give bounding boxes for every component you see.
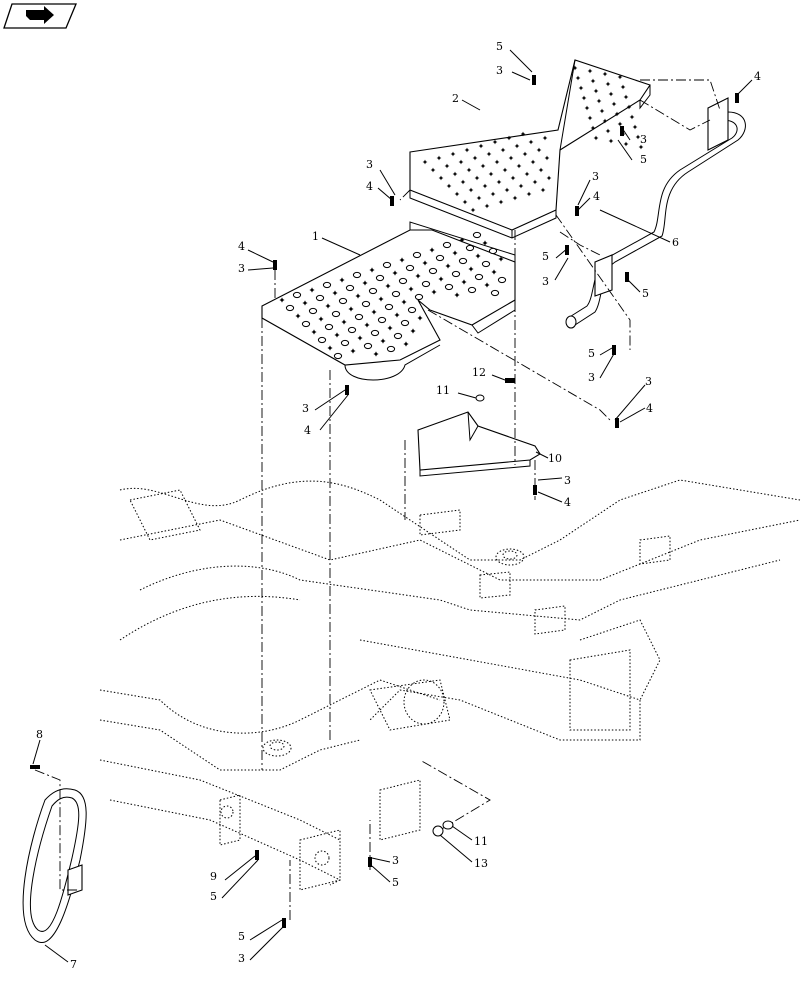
callout-label: 8	[36, 728, 43, 741]
assembly-centerlines	[34, 79, 721, 920]
callout-labels: 5 3 2 3 5 4 3 4 6 3 4 5 5 3 1 4 3 3 4 5 …	[36, 40, 761, 971]
upper-plate-perforations	[422, 65, 644, 213]
callout-label: 5	[496, 40, 503, 53]
callout-label: 4	[238, 240, 245, 253]
callout-label: 3	[564, 474, 571, 487]
callout-label: 6	[672, 236, 679, 249]
machine-frame	[99, 479, 801, 891]
callout-label: 3	[366, 158, 373, 171]
callout-label: 3	[645, 375, 652, 388]
callout-label: 13	[474, 857, 488, 870]
callout-label: 4	[593, 190, 600, 203]
lower-plate-perforations	[279, 231, 507, 360]
callout-label: 5	[238, 930, 245, 943]
callout-label: 3	[302, 402, 309, 415]
callout-label: 4	[646, 402, 653, 415]
callout-label: 11	[474, 835, 488, 848]
upper-step-plate	[409, 59, 651, 239]
support-bracket	[417, 411, 541, 477]
grab-handle	[22, 788, 87, 943]
handrail	[565, 97, 746, 329]
callout-label: 4	[304, 424, 311, 437]
callout-label: 3	[392, 854, 399, 867]
callout-label: 5	[642, 287, 649, 300]
callout-label: 9	[210, 870, 217, 883]
callout-label: 3	[588, 371, 595, 384]
callout-label: 10	[548, 452, 562, 465]
callout-label: 12	[472, 366, 486, 379]
callout-label: 5	[542, 250, 549, 263]
callout-label: 5	[392, 876, 399, 889]
leader-lines	[32, 49, 753, 963]
callout-label: 11	[436, 384, 450, 397]
callout-label: 3	[542, 275, 549, 288]
lower-step-plate	[261, 221, 516, 381]
callout-label: 5	[588, 347, 595, 360]
callout-label: 5	[210, 890, 217, 903]
callout-label: 4	[564, 496, 571, 509]
callout-label: 3	[238, 952, 245, 965]
callout-label: 3	[238, 262, 245, 275]
callout-label: 7	[70, 958, 77, 971]
callout-label: 3	[592, 170, 599, 183]
callout-label: 2	[452, 92, 459, 105]
next-page-arrow-icon[interactable]	[3, 3, 77, 29]
callout-label: 4	[366, 180, 373, 193]
callout-label: 3	[496, 64, 503, 77]
hardware	[30, 75, 739, 928]
callout-label: 3	[640, 133, 647, 146]
callout-label: 5	[640, 153, 647, 166]
callout-label: 1	[312, 230, 319, 243]
callout-label: 4	[754, 70, 761, 83]
